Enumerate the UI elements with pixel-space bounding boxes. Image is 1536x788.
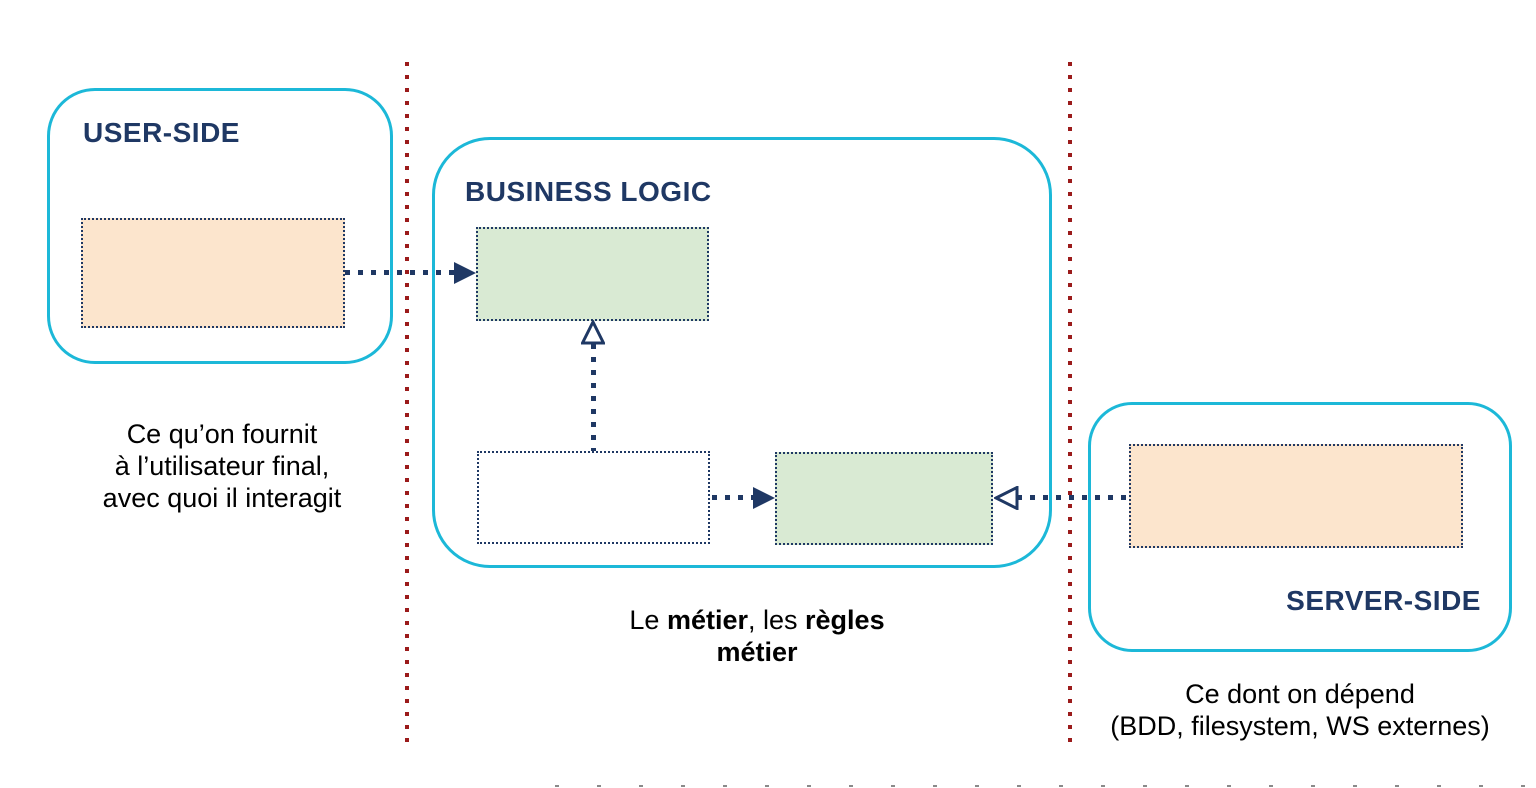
server-side-caption: Ce dont on dépend (BDD, filesystem, WS e… (1085, 678, 1515, 742)
arrow-white-to-right-arrowhead-icon (753, 487, 775, 509)
business-logic-right-component-box (775, 452, 993, 545)
user-side-caption-line2: à l’utilisateur final, (114, 451, 330, 481)
business-logic-caption-line2: métier (577, 636, 937, 668)
user-side-zone-label: USER-SIDE (83, 117, 240, 148)
arrow-white-to-right-line (712, 495, 753, 500)
server-side-caption-line2: (BDD, filesystem, WS externes) (1110, 711, 1490, 741)
arrow-user-to-business-line (345, 270, 454, 275)
business-logic-white-component-box (477, 451, 710, 544)
caption-part: , les (748, 605, 806, 635)
arrow-white-to-top-hollow-arrowhead-icon (581, 320, 605, 345)
server-side-component-box (1129, 444, 1463, 548)
caption-part-bold: métier (666, 605, 748, 635)
arrow-user-to-business-arrowhead-icon (454, 262, 476, 284)
server-side-zone-label: SERVER-SIDE (1286, 585, 1481, 616)
user-side-component-box (81, 218, 345, 328)
arrow-server-to-business-line (1017, 495, 1129, 500)
business-logic-zone-label: BUSINESS LOGIC (465, 176, 712, 207)
caption-part-bold: règles (805, 605, 885, 635)
arrow-server-to-business-hollow-arrowhead-icon (994, 486, 1019, 510)
business-logic-caption-line1: Le métier, les règles (577, 604, 937, 636)
user-side-caption-line3: avec quoi il interagit (102, 483, 342, 513)
business-logic-top-component-box (476, 227, 709, 321)
separator-business-server (1068, 62, 1072, 746)
user-side-caption-line1: Ce qu’on fournit (126, 419, 318, 449)
arrow-white-to-top-line (591, 344, 596, 451)
user-side-caption: Ce qu’on fournit à l’utilisateur final, … (62, 418, 382, 514)
caption-part-bold: métier (716, 637, 798, 667)
bottom-edge-dashed-line (555, 785, 1536, 787)
server-side-caption-line1: Ce dont on dépend (1185, 679, 1415, 709)
caption-part: Le (629, 605, 667, 635)
business-logic-caption: Le métier, les règles métier (577, 604, 937, 668)
separator-user-business (405, 62, 409, 746)
